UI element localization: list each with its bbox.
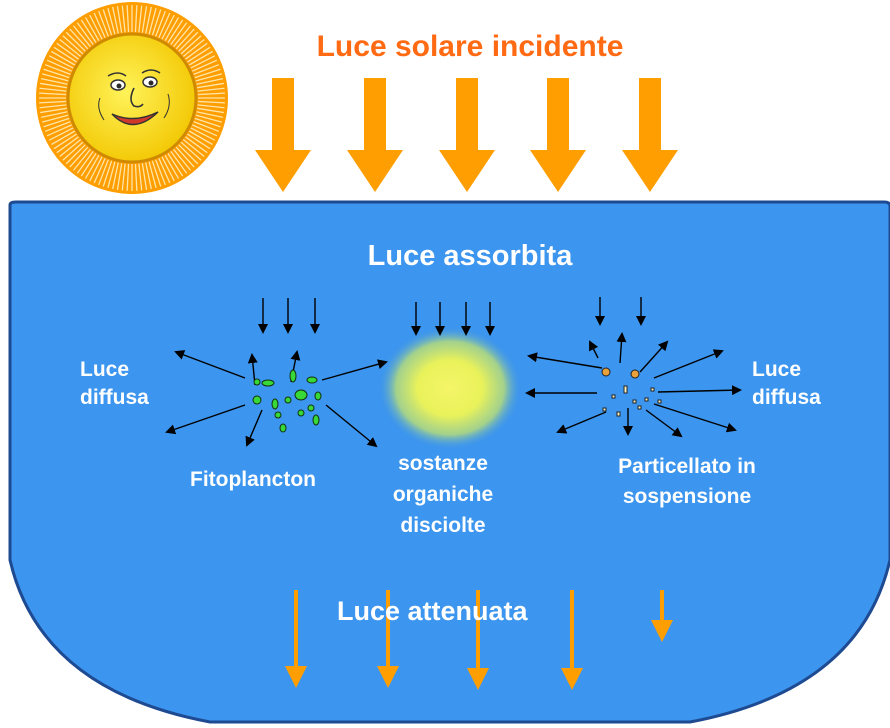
phytoplankton-cell xyxy=(253,378,261,386)
down-arrow-icon xyxy=(347,78,403,192)
scatter-arrow-icon xyxy=(616,332,627,364)
scatter-arrow-icon xyxy=(589,340,599,359)
absorbed-light-label: Luce assorbita xyxy=(367,240,573,272)
phytoplankton-cell xyxy=(312,414,320,426)
diffuse-light-left-label: Luce diffusa xyxy=(80,358,149,409)
phytoplankton-label: Fitoplancton xyxy=(190,468,316,491)
incident-light-title: Luce solare incidente xyxy=(316,30,624,63)
down-arrow-icon xyxy=(467,668,489,690)
down-arrow-icon xyxy=(530,78,586,192)
down-arrow-icon xyxy=(651,620,673,642)
down-arrow-icon xyxy=(285,666,307,688)
particle-dot xyxy=(623,385,628,394)
scatter-arrow-icon xyxy=(639,340,669,373)
scatter-arrow-icon xyxy=(657,385,742,396)
scatter-arrow-icon xyxy=(321,359,388,381)
water-body xyxy=(8,200,890,724)
down-arrow-icon xyxy=(439,78,495,192)
phytoplankton-cell xyxy=(271,398,279,410)
particle-dot xyxy=(650,387,655,392)
phytoplankton-cell xyxy=(307,404,315,412)
phytoplankton-cell xyxy=(274,411,282,419)
particle-dot xyxy=(657,399,662,404)
particle-dot xyxy=(630,369,640,379)
scatter-arrow-icon xyxy=(245,409,263,447)
scatter-arrow-icon xyxy=(653,349,724,379)
incident-light-arrows xyxy=(255,78,678,192)
phytoplankton-cell xyxy=(289,369,297,383)
down-arrow-icon xyxy=(377,666,399,688)
scatter-arrow-icon xyxy=(527,352,603,369)
attenuated-light-label: Luce attenuata xyxy=(337,596,528,626)
sun-face-icon xyxy=(36,2,228,194)
particle-dot xyxy=(601,367,611,377)
particle-dot xyxy=(616,411,621,417)
attenuated-light-arrows xyxy=(285,590,673,690)
down-arrow-icon xyxy=(255,78,311,192)
particle-dot xyxy=(637,405,642,410)
diffuse-light-right-label: Luce diffusa xyxy=(752,358,821,409)
scatter-arrow-icon xyxy=(653,403,737,433)
particle-dot xyxy=(644,397,649,402)
phytoplankton-cell xyxy=(314,391,322,401)
dissolved-organics-label: sostanze organiche disciolte xyxy=(392,452,494,537)
scatter-arrow-icon xyxy=(165,404,246,435)
particle-dot xyxy=(602,407,607,412)
phytoplankton-cells xyxy=(252,369,322,433)
scatter-arrow-icon xyxy=(174,350,246,379)
down-arrow-icon xyxy=(561,668,583,690)
phytoplankton-cell xyxy=(252,395,262,405)
scatter-arrow-icon xyxy=(645,409,683,438)
suspended-particles-dots xyxy=(601,367,662,417)
particle-dot xyxy=(632,399,637,404)
scatter-arrows xyxy=(165,297,742,448)
particle-dot xyxy=(611,394,616,399)
scatter-arrow-icon xyxy=(556,411,607,434)
phytoplankton-cell xyxy=(297,409,305,417)
scatter-arrow-icon xyxy=(325,404,378,448)
down-arrow-icon xyxy=(622,78,678,192)
phytoplankton-cell xyxy=(261,379,275,387)
dissolved-organics-glow xyxy=(378,326,522,450)
suspended-particles-label: Particellato in sospensione xyxy=(618,455,756,508)
phytoplankton-cell xyxy=(294,389,308,401)
phytoplankton-cell xyxy=(306,376,318,384)
phytoplankton-cell xyxy=(284,396,292,404)
phytoplankton-cell xyxy=(279,423,287,433)
